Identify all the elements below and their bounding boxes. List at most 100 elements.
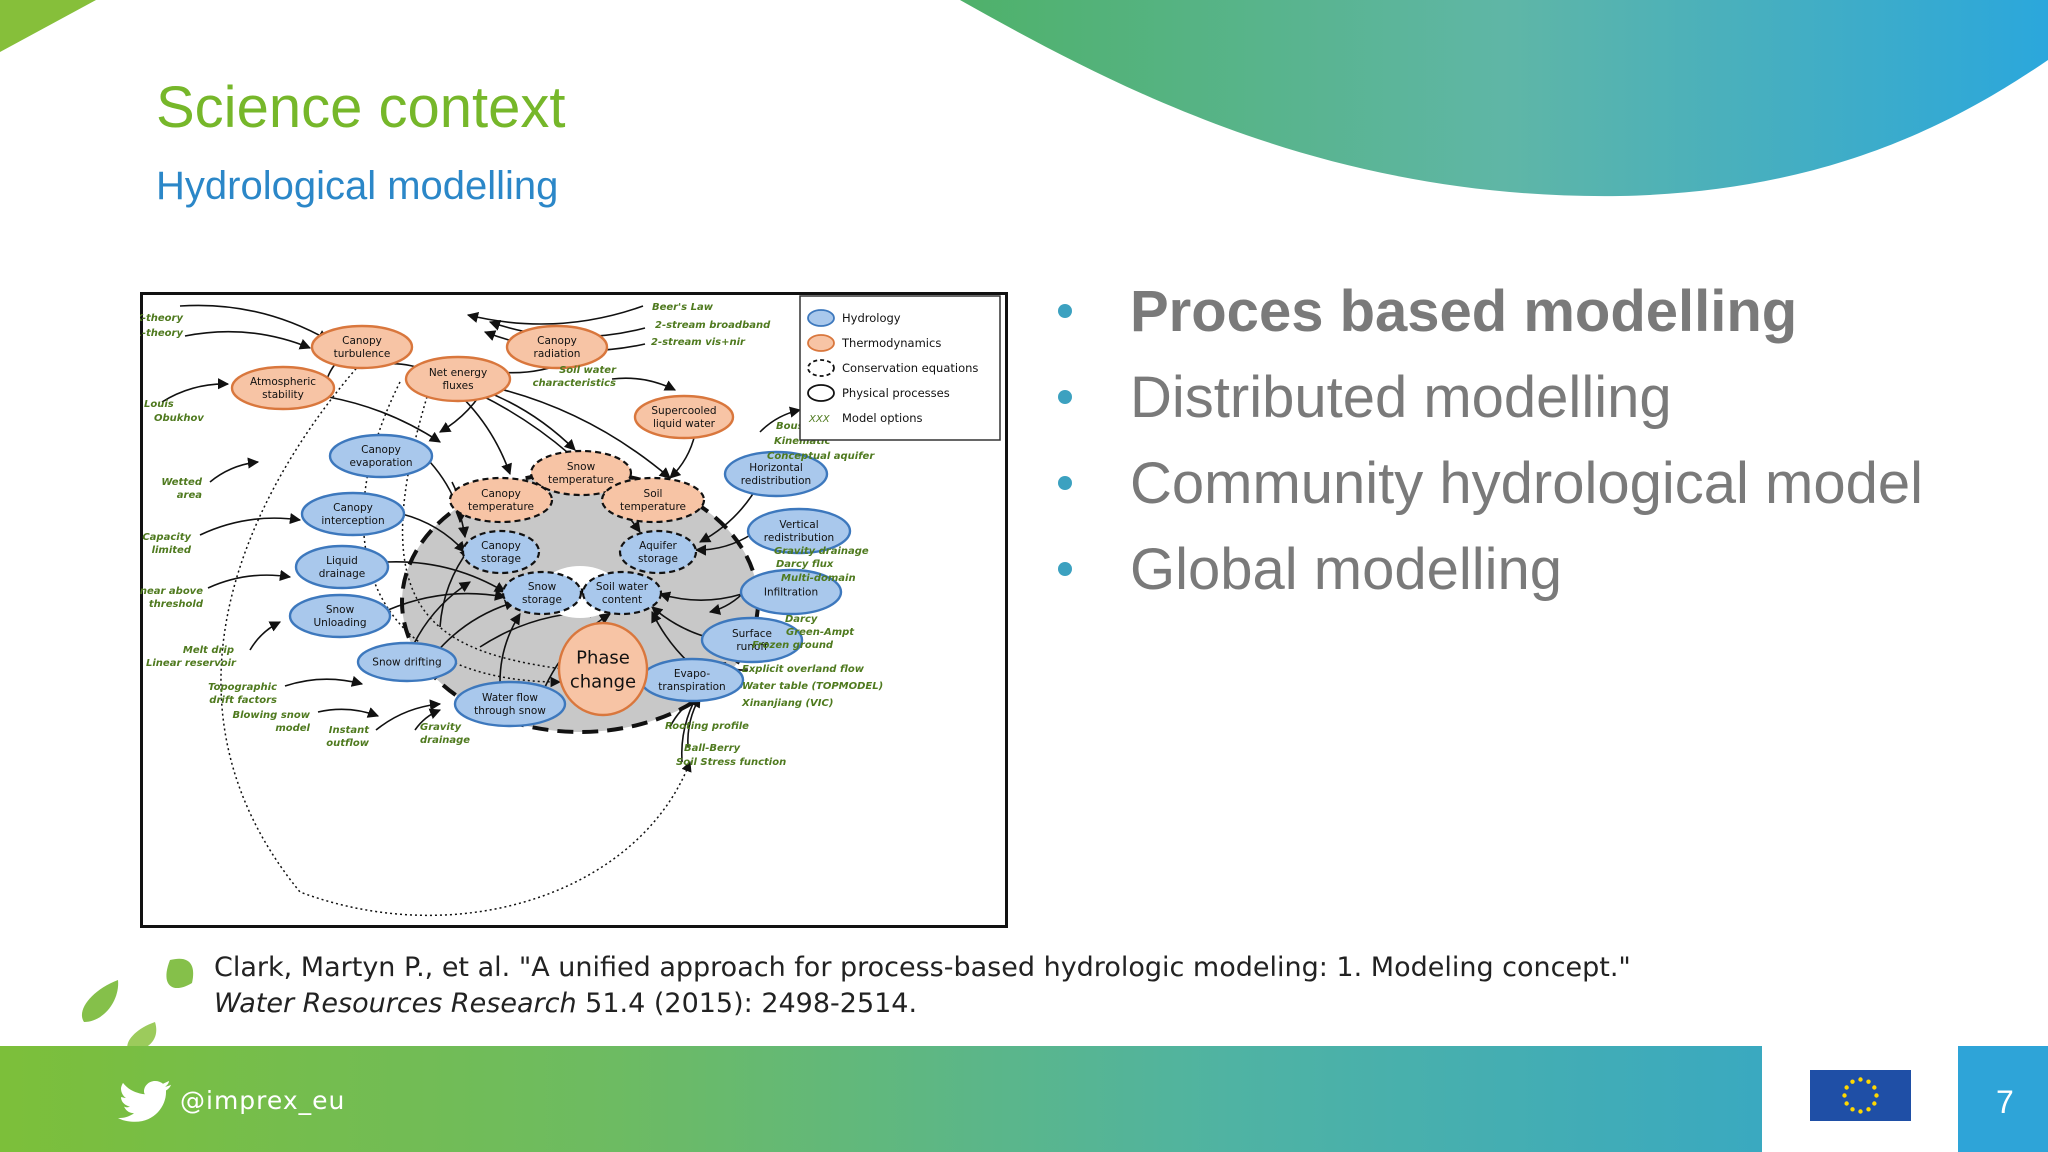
diagram-node-label: evaporation <box>349 457 412 469</box>
diagram-node-label: stability <box>262 389 304 401</box>
bullet-dot-icon <box>1058 562 1072 576</box>
model-option-label: drainage <box>420 735 470 746</box>
diagram-node-label: Soil <box>644 488 663 500</box>
model-option-label: Linear above <box>140 586 203 597</box>
model-option-label: 2-stream vis+nir <box>651 337 746 348</box>
legend-swatch-text: XXX <box>808 414 831 425</box>
diagram-arrow <box>209 457 260 483</box>
diagram-node-label: transpiration <box>658 681 725 693</box>
diagram-node-label: Net energy <box>429 367 487 379</box>
model-option-label: characteristics <box>533 378 616 389</box>
diagram-node <box>461 529 541 575</box>
diagram-node-label: Canopy <box>537 335 577 347</box>
diagram-node-label: content <box>602 594 642 606</box>
diagram-node <box>501 570 583 616</box>
eu-star <box>1842 1093 1847 1098</box>
model-option-label: 2-stream broadband <box>655 320 771 331</box>
diagram-node-label: turbulence <box>334 348 391 360</box>
diagram-node-label: radiation <box>534 348 581 360</box>
legend-swatch <box>807 309 835 327</box>
diagram-arrow <box>466 305 644 325</box>
diagram-node-label: Horizontal <box>749 462 803 474</box>
diagram-node-label: Aquifer <box>639 540 677 552</box>
diagram-node-label: Infiltration <box>764 587 818 599</box>
twitter-icon[interactable] <box>118 1080 172 1122</box>
bullet-dot-icon <box>1058 390 1072 404</box>
diagram-node-label: temperature <box>468 501 534 513</box>
model-option-label: Louis <box>144 399 174 410</box>
diagram-node <box>618 529 698 575</box>
top-left-corner <box>0 0 96 52</box>
diagram-arrow <box>499 613 521 685</box>
diagram-arrow <box>694 533 753 556</box>
model-option-label: limited <box>152 545 192 556</box>
eu-star <box>1844 1101 1849 1106</box>
diagram-node-label: Liquid <box>326 555 358 567</box>
model-option-label: Capacity <box>142 532 191 543</box>
model-option-label: Explicit overland flow <box>742 664 865 675</box>
diagram-arrow <box>375 699 442 731</box>
diagram-dotted-arrow <box>220 331 692 917</box>
model-option-label: Topographic <box>208 682 277 693</box>
diagram-arrow <box>161 378 230 403</box>
model-option-label: Wetted <box>161 477 203 488</box>
diagram-node-label: Snow drifting <box>372 657 441 669</box>
slide-subtitle: Hydrological modelling <box>156 164 559 208</box>
model-option-label: Darcy flux <box>776 559 834 570</box>
diagram-node <box>356 641 458 683</box>
model-option-label: Conceptual aquifer <box>767 451 875 462</box>
diagram-node-label: change <box>570 671 636 692</box>
diagram-arrow <box>207 569 292 589</box>
legend-swatch <box>807 359 835 377</box>
page-number-box <box>1958 1046 2048 1152</box>
model-concept-diagram: SolverCanopyturbulenceCanopyradiationAtm… <box>140 292 1008 928</box>
diagram-node-label: drainage <box>319 568 366 580</box>
diagram-node-label: temperature <box>548 474 614 486</box>
eu-star <box>1850 1079 1855 1084</box>
eu-star <box>1872 1101 1877 1106</box>
diagram-node <box>700 616 804 664</box>
model-option-label: Rooting profile <box>665 721 749 732</box>
legend-label: Conservation equations <box>842 361 978 375</box>
diagram-node-label: Water flow <box>482 692 538 704</box>
diagram-dotted-arrow <box>401 386 572 674</box>
model-option-label: Water table (TOPMODEL) <box>742 681 883 692</box>
diagram-arrow <box>414 708 442 731</box>
diagram-node-label: Snow <box>326 604 355 616</box>
diagram-node <box>529 449 633 497</box>
diagram-node-label: temperature <box>620 501 686 513</box>
twitter-handle[interactable]: @imprex_eu <box>180 1086 346 1115</box>
diagram-node <box>448 476 554 524</box>
diagram-arrow <box>434 599 517 655</box>
citation-line-2: Water Resources Research 51.4 (2015): 24… <box>214 986 1631 1022</box>
citation-journal: Water Resources Research <box>214 988 577 1019</box>
diagram-node <box>746 507 852 555</box>
bullet-text: Distributed modelling <box>1130 365 1672 430</box>
top-wave <box>960 0 2048 197</box>
eu-star <box>1844 1085 1849 1090</box>
model-option-label: Kinematic <box>774 436 830 447</box>
diagram-node-label: storage <box>638 553 678 565</box>
diagram-node <box>600 476 706 524</box>
diagram-node-label: Canopy <box>361 444 401 456</box>
diagram-arrow <box>658 591 743 603</box>
eu-star <box>1866 1107 1871 1112</box>
diagram-arrow <box>249 621 282 651</box>
legend-label: Model options <box>842 411 923 425</box>
model-option-label: Soil water <box>559 365 617 376</box>
model-option-label: Frozen ground <box>752 640 834 651</box>
citation-line-1: Clark, Martyn P., et al. "A unified appr… <box>214 952 1631 983</box>
legend-label: Thermodynamics <box>841 336 941 350</box>
model-option-label: Beer's Law <box>652 302 714 313</box>
bullet-text: Global modelling <box>1130 537 1563 602</box>
model-option-label: Green-Ampt <box>786 627 855 638</box>
bullet-item: Global modelling <box>1040 538 2020 602</box>
leaf-2 <box>81 980 119 1022</box>
bullet-text: Proces based modelling <box>1130 279 1798 344</box>
eu-flag-icon <box>1810 1070 1911 1121</box>
diagram-node-label: Canopy <box>333 502 373 514</box>
model-option-label: Gravity <box>420 722 462 733</box>
bullet-dot-icon <box>1058 476 1072 490</box>
model-option-label: Blowing snow <box>232 710 310 721</box>
